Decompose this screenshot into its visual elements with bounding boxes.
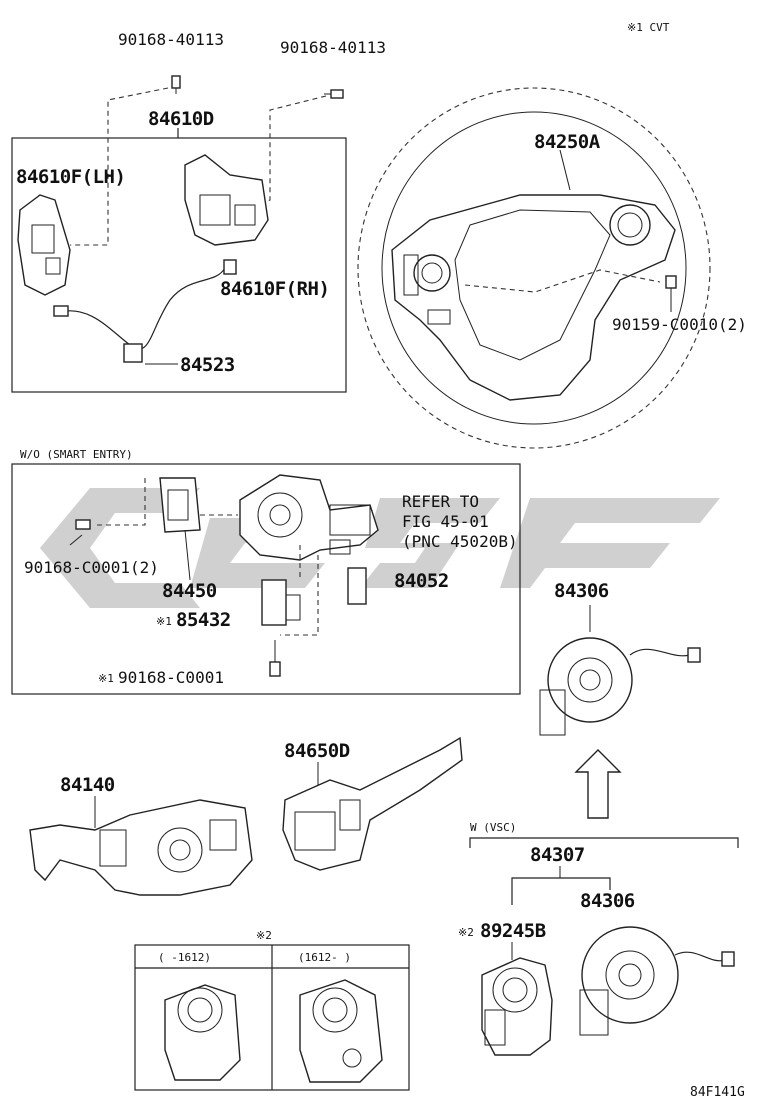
screw-icon bbox=[75, 519, 91, 530]
sensor-variant-right-icon bbox=[299, 979, 383, 1083]
cvt-note: ※1 CVT bbox=[627, 21, 670, 34]
part-label-spiral-bottom[interactable]: 84306 bbox=[580, 890, 635, 912]
part-label-bracket[interactable]: 84450 bbox=[162, 580, 217, 602]
vsc-note: W (VSC) bbox=[470, 821, 517, 834]
range-table-note: ※2 bbox=[256, 929, 272, 942]
smart-entry-note: W/O (SMART ENTRY) bbox=[20, 448, 133, 461]
figure-code: 84F141G bbox=[690, 1085, 745, 1100]
part-label-turn-switch[interactable]: 84140 bbox=[60, 774, 115, 796]
turn-signal-switch-icon bbox=[29, 799, 253, 896]
part-label-wire[interactable]: 84523 bbox=[180, 354, 235, 376]
part-label-steering-sensor[interactable]: 89245B bbox=[480, 920, 546, 942]
smart-entry-box bbox=[11, 463, 521, 695]
wire-harness-icon bbox=[53, 259, 237, 363]
sensor-variant-left-icon bbox=[164, 984, 241, 1081]
screw-icon bbox=[269, 640, 281, 677]
bracket-icon bbox=[159, 477, 201, 533]
wiper-switch-icon bbox=[282, 736, 463, 871]
part-label-screw-wheel[interactable]: 90159-C0010(2) bbox=[612, 315, 747, 334]
arrow-up-icon bbox=[574, 749, 622, 819]
switch-lh-icon bbox=[17, 194, 71, 296]
part-label-screw-b[interactable]: 90168-40113 bbox=[280, 38, 386, 57]
screw-icon bbox=[171, 75, 181, 94]
spiral-cable-top-icon bbox=[539, 637, 701, 736]
steering-sensor-icon bbox=[481, 957, 553, 1056]
spiral-cable-bottom-icon bbox=[579, 926, 735, 1036]
part-label-spiral-top[interactable]: 84306 bbox=[554, 580, 609, 602]
refer-line-1[interactable]: REFER TO bbox=[402, 492, 480, 511]
switch-rh-icon bbox=[184, 154, 269, 246]
range-right-header: (1612- ) bbox=[298, 951, 351, 964]
part-label-switch-lh[interactable]: 84610F(LH) bbox=[16, 166, 126, 188]
screw-icon bbox=[324, 89, 344, 99]
part-label-sensor[interactable]: 85432 bbox=[176, 609, 231, 631]
part-label-screw-c[interactable]: 90168-C0001(2) bbox=[24, 558, 159, 577]
connector-icon bbox=[329, 539, 367, 605]
part-label-screw-a[interactable]: 90168-40113 bbox=[118, 30, 224, 49]
part-label-switch-assy[interactable]: 84610D bbox=[148, 108, 214, 130]
part-label-screw-d[interactable]: 90168-C0001 bbox=[118, 668, 224, 687]
range-left-header: ( -1612) bbox=[158, 951, 211, 964]
combination-switch-housing-icon bbox=[239, 474, 379, 561]
screw-d-prefix: ※1 bbox=[98, 672, 114, 685]
sensor-icon bbox=[261, 579, 301, 626]
part-label-connector[interactable]: 84052 bbox=[394, 570, 449, 592]
steering-sensor-prefix: ※2 bbox=[458, 926, 474, 939]
steering-wheel-icon bbox=[357, 87, 711, 449]
screw-icon bbox=[665, 275, 677, 312]
part-label-wheel[interactable]: 84250A bbox=[534, 131, 600, 153]
refer-line-2[interactable]: FIG 45-01 bbox=[402, 512, 489, 531]
switch-group-box bbox=[11, 137, 347, 393]
sensor-prefix: ※1 bbox=[156, 615, 172, 628]
refer-line-3[interactable]: (PNC 45020B) bbox=[402, 532, 518, 551]
part-label-switch-rh[interactable]: 84610F(RH) bbox=[220, 278, 330, 300]
part-label-wiper-switch[interactable]: 84650D bbox=[284, 740, 350, 762]
part-label-spiral-set[interactable]: 84307 bbox=[530, 844, 585, 866]
